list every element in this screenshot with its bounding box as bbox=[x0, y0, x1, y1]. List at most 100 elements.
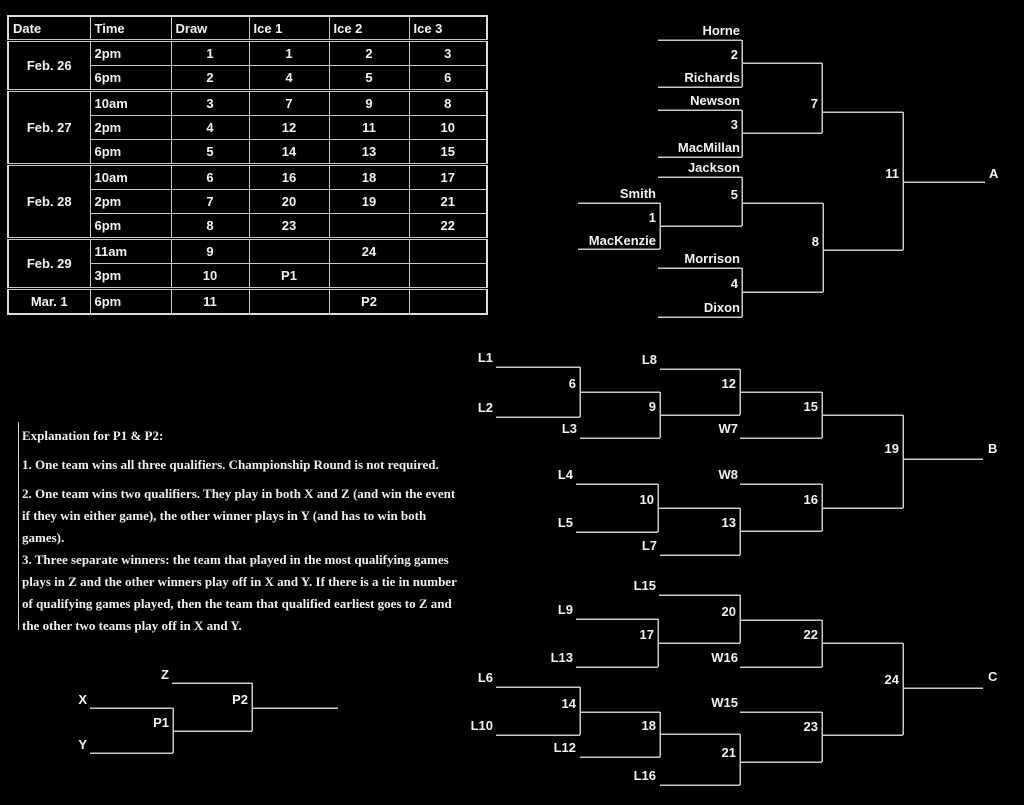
slot-w15-label: W15 bbox=[711, 695, 738, 710]
cell-time: 10am bbox=[89, 89, 172, 116]
team-dixon-label: Dixon bbox=[704, 300, 740, 315]
team-newson-label: Newson bbox=[690, 93, 740, 108]
game-11-label: 11 bbox=[885, 166, 899, 181]
cell-ice2: 2 bbox=[328, 39, 410, 66]
explanation-line: 2. One team wins two qualifiers. They pl… bbox=[22, 486, 456, 501]
explanation-line: if they win either game), the other winn… bbox=[22, 508, 427, 523]
playoff-lines bbox=[90, 682, 338, 754]
cell-draw: 6 bbox=[170, 163, 250, 190]
slot-l15-label: L15 bbox=[634, 578, 656, 593]
game-10-label: 10 bbox=[640, 492, 654, 507]
cell-draw: 11 bbox=[170, 287, 250, 315]
explanation-rule-2: 2. One team wins two qualifiers. They pl… bbox=[22, 483, 527, 549]
cell-ice1: 1 bbox=[248, 39, 330, 66]
explanation-line: plays in Z and the other winners play of… bbox=[22, 574, 457, 589]
game-18-label: 18 bbox=[642, 718, 656, 733]
slot-l6-label: L6 bbox=[478, 670, 493, 685]
game-p1-label: P1 bbox=[153, 715, 169, 730]
game-12-label: 12 bbox=[722, 376, 736, 391]
output-c-label: C bbox=[988, 669, 998, 684]
cell-ice2: 9 bbox=[328, 89, 410, 116]
cell-draw: 9 bbox=[170, 237, 250, 264]
team-macmillan-label: MacMillan bbox=[678, 140, 740, 155]
slot-l2-label: L2 bbox=[478, 400, 493, 415]
explanation-line: 3. Three separate winners: the team that… bbox=[22, 552, 449, 567]
cell-ice3: 22 bbox=[408, 213, 488, 239]
cell-time: 6pm bbox=[89, 287, 172, 315]
schedule-table: Date Time Draw Ice 1 Ice 2 Ice 3 Feb. 26… bbox=[7, 15, 488, 315]
game-17-label: 17 bbox=[640, 627, 654, 642]
cell-ice2: 13 bbox=[328, 139, 410, 165]
game-p2-label: P2 bbox=[232, 692, 248, 707]
cell-draw: 1 bbox=[170, 39, 250, 66]
cell-ice2: 18 bbox=[328, 163, 410, 190]
game-3-label: 3 bbox=[731, 117, 738, 132]
bracket-b-lines bbox=[496, 366, 983, 556]
schedule-row: 2pm 7 20 19 21 bbox=[8, 189, 488, 214]
cell-ice3: 15 bbox=[408, 139, 488, 165]
cell-ice3 bbox=[408, 287, 488, 315]
cell-ice1: 23 bbox=[248, 213, 330, 239]
output-b-label: B bbox=[988, 441, 997, 456]
cell-ice3: 3 bbox=[408, 39, 488, 66]
slot-l3-label: L3 bbox=[562, 421, 577, 436]
schedule-row: Feb. 26 2pm 1 1 2 3 bbox=[7, 39, 488, 91]
game-4-label: 4 bbox=[731, 276, 739, 291]
slot-w7-label: W7 bbox=[719, 421, 739, 436]
cell-time: 2pm bbox=[89, 189, 172, 214]
explanation-line: games). bbox=[22, 530, 65, 545]
slot-l16-label: L16 bbox=[634, 768, 656, 783]
slot-w8-label: W8 bbox=[719, 467, 739, 482]
cell-ice1: 4 bbox=[248, 65, 330, 91]
header-ice3: Ice 3 bbox=[408, 15, 488, 42]
game-6-label: 6 bbox=[569, 376, 576, 391]
explanation-left-border bbox=[18, 422, 19, 630]
slot-l9-label: L9 bbox=[558, 602, 573, 617]
slot-l4-label: L4 bbox=[558, 467, 574, 482]
bracket-a-lines bbox=[578, 39, 985, 318]
slot-z-label: Z bbox=[161, 667, 169, 682]
schedule-header-row: Date Time Draw Ice 1 Ice 2 Ice 3 bbox=[7, 15, 488, 42]
game-22-label: 22 bbox=[804, 627, 818, 642]
game-2-label: 2 bbox=[731, 47, 738, 62]
cell-time: 2pm bbox=[89, 115, 172, 140]
game-15-label: 15 bbox=[804, 399, 818, 414]
slot-x-label: X bbox=[78, 692, 87, 707]
game-5-label: 5 bbox=[731, 187, 738, 202]
cell-ice2: 24 bbox=[328, 237, 410, 264]
explanation-title: Explanation for P1 & P2: bbox=[22, 428, 164, 443]
game-24-label: 24 bbox=[885, 672, 900, 687]
output-a-label: A bbox=[989, 166, 999, 181]
cell-ice2 bbox=[328, 263, 410, 289]
cell-time: 6pm bbox=[89, 139, 172, 165]
cell-ice2: 5 bbox=[328, 65, 410, 91]
slot-l1-label: L1 bbox=[478, 350, 493, 365]
game-9-label: 9 bbox=[649, 399, 656, 414]
game-13-label: 13 bbox=[722, 515, 736, 530]
header-time: Time bbox=[89, 15, 172, 42]
slot-l13-label: L13 bbox=[551, 650, 573, 665]
slot-l7-label: L7 bbox=[642, 538, 657, 553]
team-horne-label: Horne bbox=[702, 23, 740, 38]
slot-l12-label: L12 bbox=[554, 740, 576, 755]
explanation-line: of qualifying games played, then the tea… bbox=[22, 596, 452, 611]
game-23-label: 23 bbox=[804, 719, 818, 734]
game-14-label: 14 bbox=[562, 696, 577, 711]
cell-ice3: 10 bbox=[408, 115, 488, 140]
cell-ice1 bbox=[248, 287, 330, 315]
explanation-rule-1: 1. One team wins all three qualifiers. C… bbox=[22, 457, 439, 472]
explanation-rule-3: 3. Three separate winners: the team that… bbox=[22, 549, 527, 637]
explanation-block: Explanation for P1 & P2: 1. One team win… bbox=[22, 425, 527, 637]
slot-l8-label: L8 bbox=[642, 352, 657, 367]
schedule-row: Feb. 27 10am 3 7 9 8 bbox=[7, 89, 488, 165]
game-1-label: 1 bbox=[649, 210, 656, 225]
team-jackson-label: Jackson bbox=[688, 160, 740, 175]
team-morrison-label: Morrison bbox=[684, 251, 740, 266]
schedule-row: 6pm 2 4 5 6 bbox=[8, 65, 488, 91]
schedule-row: 6pm 5 14 13 15 bbox=[8, 139, 488, 165]
game-8-label: 8 bbox=[812, 234, 819, 249]
game-16-label: 16 bbox=[804, 492, 818, 507]
cell-ice1: 14 bbox=[248, 139, 330, 165]
header-date: Date bbox=[7, 15, 91, 42]
cell-time: 6pm bbox=[89, 65, 172, 91]
